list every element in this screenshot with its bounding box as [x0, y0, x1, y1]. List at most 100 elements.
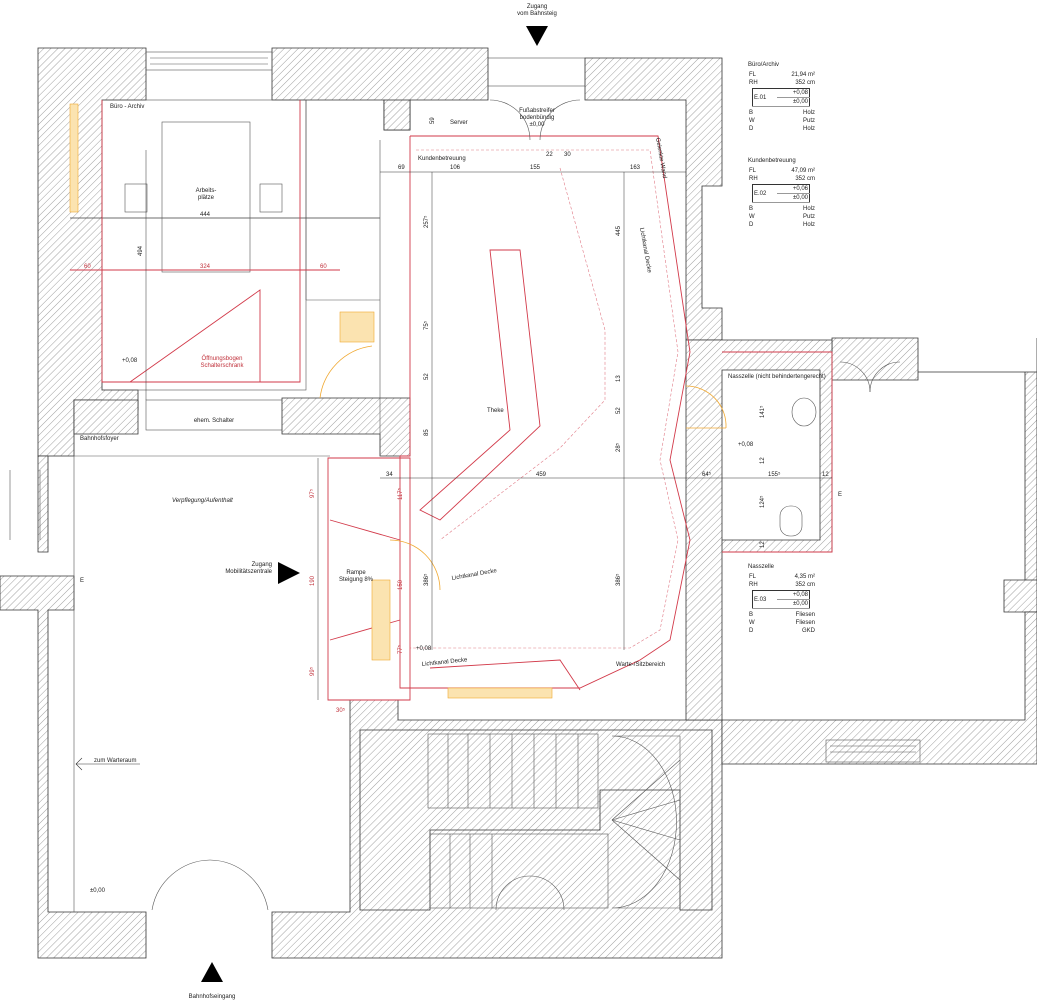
text-line: vom Bahnsteig: [517, 11, 557, 17]
arrow-left-center-icon: [278, 562, 300, 584]
wall-left-foyer: [37, 455, 49, 553]
dim-444: 444: [200, 212, 211, 218]
room-kundenbetreuung-label: Kundenbetreuung: [418, 156, 466, 162]
room-arbeitsplaetze-label: Arbeits-plätze: [196, 188, 217, 201]
zum-warteraum-label: zum Warteraum: [94, 758, 136, 764]
entrance-bottom-label: Bahnhofseingang: [189, 994, 236, 1000]
dim-141: 141⁵: [759, 405, 766, 418]
interior-lines: [48, 99, 381, 912]
text-line: Mobilitätszentrale: [225, 569, 272, 575]
dim-60-b: 60: [320, 264, 327, 270]
schedule-title: Nasszelle: [748, 564, 775, 570]
dim-190: 190: [310, 575, 316, 586]
dim-106: 106: [450, 165, 461, 171]
text-line: Steigung 8%: [339, 577, 374, 583]
dim-494: 494: [138, 245, 144, 256]
level-label-2: +0,08: [738, 442, 754, 448]
wall-foyer-top-right: [281, 397, 411, 457]
text-line: Arbeits-: [196, 188, 217, 194]
lichtkanal-label-3: Lichtkanal Decke: [638, 227, 652, 274]
dim-459: 459: [536, 472, 547, 478]
text-line: Zugang: [252, 562, 272, 568]
level-label-1: +0,08: [122, 358, 138, 364]
wall-nasszelle: [685, 339, 833, 721]
dim-150: 150: [398, 579, 404, 590]
dim-124: 124⁵: [759, 495, 766, 508]
room-wartesitzbereich-label: Warte-/Sitzbereich: [616, 662, 665, 668]
room-bahnhofsfoyer-label: Bahnhofsfoyer: [80, 436, 119, 442]
dim-13: 13: [616, 375, 622, 382]
dim-34: 34: [386, 472, 393, 478]
schedule-title: Kundenbetreuung: [748, 158, 796, 164]
wall-right-top: [831, 337, 1037, 611]
arrow-warteraum-icon: [75, 757, 140, 771]
dim-77: 77⁵: [397, 644, 404, 654]
text-line: Fußabstreifer: [519, 108, 555, 114]
furniture-orange: [69, 103, 727, 699]
wall-foyer-top: [73, 399, 139, 435]
text-line: plätze: [198, 195, 215, 201]
wall-right-side: [1003, 579, 1037, 613]
wall-left-lower: [0, 575, 147, 959]
room-server-label: Server: [450, 120, 468, 126]
dim-12c: 12: [760, 457, 766, 464]
dim-52-b: 52: [616, 407, 622, 414]
dim-163: 163: [630, 165, 641, 171]
gelenkte-wand-label: Gelenkte Wand: [654, 137, 667, 179]
dim-257: 257⁵: [423, 215, 430, 228]
text-line: bodenbündig: [520, 115, 555, 121]
dim-386-a: 386⁵: [423, 573, 430, 586]
marker-e-2: E: [838, 492, 842, 498]
text-line: Öffnungsbogen: [202, 355, 243, 362]
dim-28: 28⁵: [615, 442, 622, 452]
arrow-bottom-icon: [201, 962, 223, 982]
arrow-top-icon: [526, 26, 548, 46]
dim-445: 445: [616, 225, 622, 236]
room-nasszelle-label: Nasszelle (nicht behindertengerecht): [728, 374, 826, 380]
dim-69: 69: [398, 165, 405, 171]
sink-icon: [791, 397, 817, 427]
level-label-4: ±0,00: [90, 888, 106, 894]
text-line: ±0,00: [530, 122, 546, 128]
schedule-title: Büro/Archiv: [748, 62, 780, 68]
windows: [145, 51, 921, 763]
text-line: Rampe: [346, 570, 366, 576]
marker-e-1: E: [80, 578, 84, 584]
dim-155b: 155⁵: [768, 471, 781, 478]
dim-155: 155: [530, 165, 541, 171]
wc-fixtures: [779, 397, 817, 537]
dim-12d: 12: [760, 541, 766, 548]
toilet-icon: [779, 505, 803, 537]
dim-59: 59: [430, 117, 436, 124]
wall-top-right: [584, 57, 723, 341]
dimensions: [145, 150, 832, 700]
wall-server-block: [383, 99, 411, 131]
wall-top-middle: [271, 47, 489, 131]
room-ehem-schalter-label: ehem. Schalter: [194, 418, 234, 424]
dim-30b: 30⁵: [336, 707, 346, 714]
dim-60-a: 60: [84, 264, 91, 270]
lichtkanal-label-1: Lichtkanal Decke: [451, 568, 498, 582]
level-label-3: +0,08: [416, 646, 432, 652]
schedule-code-box: E.02+0,06 ±0,00: [752, 184, 810, 203]
dim-75: 75⁵: [423, 320, 430, 330]
schedule-code-box: E.01+0,08 ±0,00: [752, 88, 810, 107]
lichtkanal-label-2: Lichtkanal Decke: [422, 657, 469, 668]
dim-64: 64⁵: [702, 471, 712, 478]
doors: [9, 99, 901, 911]
room-theke-label: Theke: [487, 408, 504, 414]
dim-386-b: 386⁵: [615, 573, 622, 586]
